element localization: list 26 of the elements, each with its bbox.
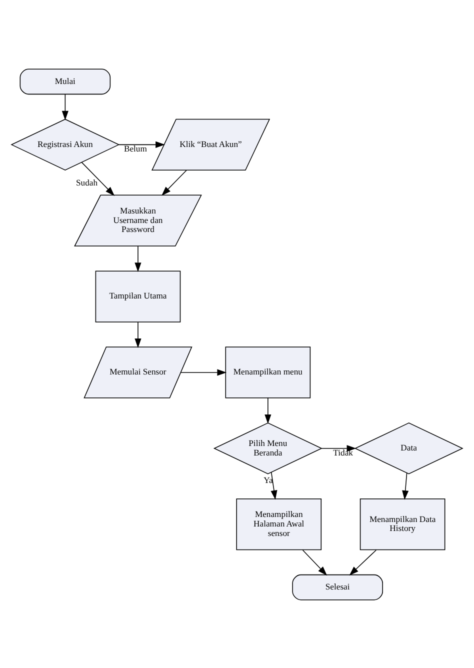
edge-label: Tidak	[333, 446, 353, 457]
edge-label: Belum	[124, 143, 147, 154]
arrow	[134, 245, 142, 272]
node-box: Selesai	[292, 574, 383, 600]
arrow	[81, 161, 115, 196]
arrow	[134, 321, 142, 348]
arrow	[162, 169, 187, 196]
node-box: Mulai	[20, 68, 111, 94]
node-box: Menampilkan Halaman Awal sensor	[236, 498, 322, 550]
arrow	[402, 472, 409, 500]
node-diamond: Pilih Menu Beranda	[213, 422, 322, 474]
node-box: Menampilkan Data History	[360, 498, 446, 550]
arrow	[264, 397, 272, 424]
node-box: Tampilan Utama	[95, 270, 181, 322]
node-box: Menampilkan menu	[225, 346, 311, 398]
arrow	[118, 140, 165, 148]
arrow	[62, 93, 68, 120]
arrow	[302, 549, 328, 576]
arrow	[349, 549, 377, 576]
arrow	[180, 368, 227, 376]
node-diamond: Registrasi Akun	[10, 118, 120, 170]
arrow	[270, 471, 278, 500]
edge-label: Sudah	[76, 177, 98, 188]
arrow	[321, 444, 356, 452]
edge-label: Ya	[264, 474, 273, 485]
node-diamond: Data	[354, 422, 464, 474]
